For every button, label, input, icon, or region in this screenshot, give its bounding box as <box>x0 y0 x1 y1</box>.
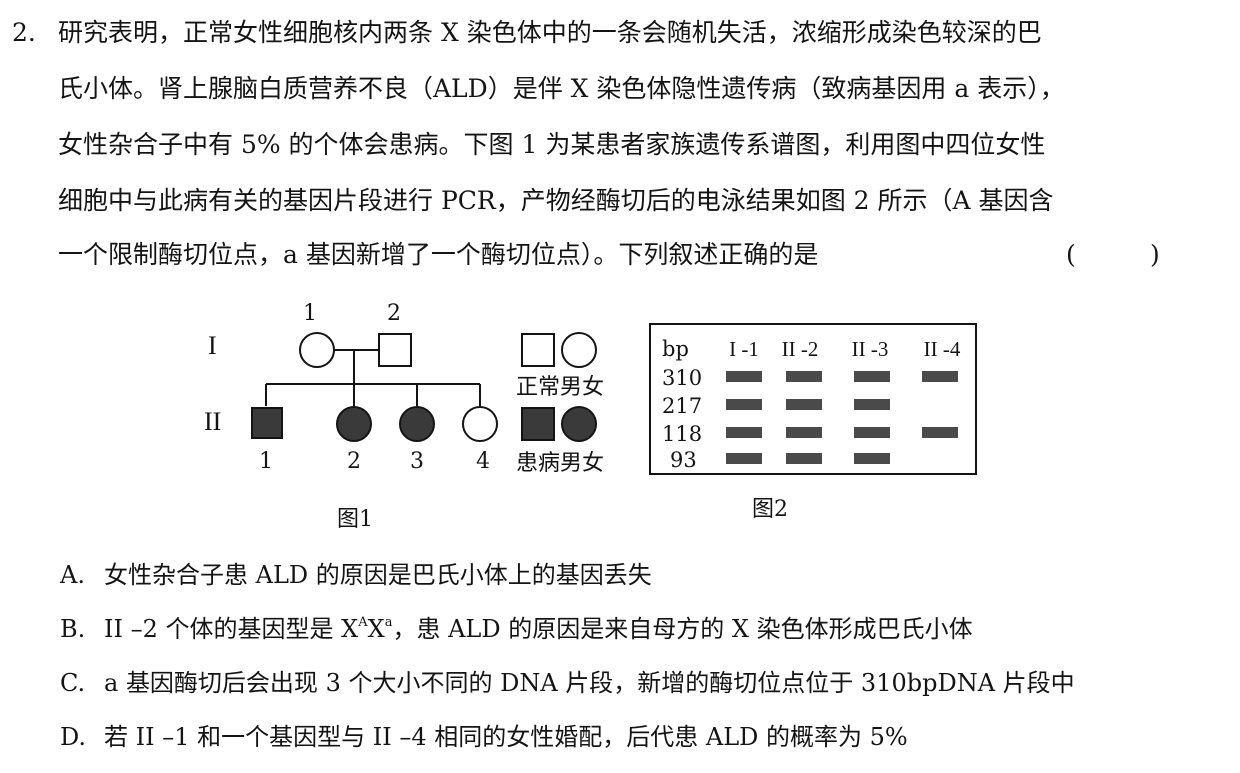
option-b[interactable]: B. II –2 个体的基因型是 XAXa，患 ALD 的原因是来自母方的 X 染… <box>60 614 973 644</box>
figure1-caption: 图1 <box>337 507 373 532</box>
gen-label-2: II <box>204 407 221 436</box>
lane-label-4: II -4 <box>924 337 961 361</box>
lane-label-2: II -2 <box>782 337 819 361</box>
legend-normal-label: 正常男女 <box>516 375 604 400</box>
option-b-letter: B. <box>60 615 86 643</box>
gel-band-93bp-lane-2 <box>786 453 822 464</box>
option-c-letter: C. <box>60 669 86 697</box>
question-line-3: 女性杂合子中有 5% 的个体会患病。下图 1 为某患者家族遗传系谱图，利用图中四… <box>58 130 1046 159</box>
size-label-93: 93 <box>670 448 697 472</box>
option-b-text-post: ，患 ALD 的原因是来自母方的 X 染色体形成巴氏小体 <box>392 615 973 643</box>
gel-band-310bp-lane-3 <box>854 371 890 382</box>
question-line-2: 氏小体。肾上腺脑白质营养不良（ALD）是伴 X 染色体隐性遗传病（致病基因用 a… <box>58 74 1065 103</box>
legend-female-normal <box>561 332 597 368</box>
pedigree-II1-male-affected <box>251 407 283 439</box>
gel-band-217bp-lane-1 <box>726 399 762 410</box>
gen2-number-4: 4 <box>476 449 490 474</box>
gel-band-217bp-lane-3 <box>854 399 890 410</box>
gen1-number-2: 2 <box>387 301 401 326</box>
lane-label-3: II -3 <box>852 337 889 361</box>
option-b-text-pre: II –2 个体的基因型是 X <box>104 615 359 643</box>
answer-paren-open: ( <box>1066 240 1076 269</box>
gel-band-93bp-lane-1 <box>726 453 762 464</box>
gel-band-118bp-lane-4 <box>922 427 958 438</box>
gel-band-118bp-lane-2 <box>786 427 822 438</box>
legend-male-normal <box>521 333 555 367</box>
gel-band-310bp-lane-1 <box>726 371 762 382</box>
size-label-310: 310 <box>662 366 702 390</box>
size-label-217: 217 <box>662 394 702 418</box>
gel-band-310bp-lane-2 <box>786 371 822 382</box>
gel-band-118bp-lane-3 <box>854 427 890 438</box>
option-b-sup-a: A <box>358 615 368 630</box>
gen2-number-3: 3 <box>410 449 424 474</box>
electrophoresis-figure: bp I -1 II -2 II -3 II -4 310 217 118 93… <box>649 323 977 522</box>
question-number: 2. <box>12 18 36 47</box>
option-d-text: 若 II –1 和一个基因型与 II –4 相同的女性婚配，后代患 ALD 的概… <box>104 723 908 751</box>
legend-male-affected <box>521 407 555 441</box>
option-a[interactable]: A. 女性杂合子患 ALD 的原因是巴氏小体上的基因丢失 <box>60 560 652 590</box>
option-a-text: 女性杂合子患 ALD 的原因是巴氏小体上的基因丢失 <box>104 561 652 589</box>
legend-affected-label: 患病男女 <box>516 451 604 476</box>
gen2-number-2: 2 <box>347 449 361 474</box>
pedigree-I2-male-normal <box>378 333 412 367</box>
bp-header: bp <box>662 337 689 361</box>
option-b-sup-b: a <box>384 615 393 630</box>
legend-female-affected <box>561 406 597 442</box>
option-b-text-mid: X <box>367 615 385 643</box>
option-a-letter: A. <box>60 561 85 589</box>
pedigree-II4-female-normal <box>462 406 498 442</box>
size-label-118: 118 <box>662 422 702 446</box>
gen1-number-1: 1 <box>303 301 317 326</box>
gel-band-310bp-lane-4 <box>922 371 958 382</box>
gel-band-217bp-lane-2 <box>786 399 822 410</box>
option-c-text: a 基因酶切后会出现 3 个大小不同的 DNA 片段，新增的酶切位点位于 310… <box>104 669 1075 697</box>
question-line-5: 一个限制酶切位点，a 基因新增了一个酶切位点）。下列叙述正确的是 <box>58 240 819 269</box>
answer-paren-close: ) <box>1150 240 1160 269</box>
question-line-4: 细胞中与此病有关的基因片段进行 PCR，产物经酶切后的电泳结果如图 2 所示（A… <box>58 186 1054 215</box>
pedigree-figure: I II 1 2 1 2 3 4 正常男女 患病男女 图1 <box>204 301 604 532</box>
lane-label-1: I -1 <box>729 337 759 361</box>
option-d-letter: D. <box>60 723 87 751</box>
option-c[interactable]: C. a 基因酶切后会出现 3 个大小不同的 DNA 片段，新增的酶切位点位于 3… <box>60 668 1075 698</box>
gel-band-93bp-lane-3 <box>854 453 890 464</box>
gel-bands <box>726 371 958 464</box>
option-d[interactable]: D. 若 II –1 和一个基因型与 II –4 相同的女性婚配，后代患 ALD … <box>60 722 908 752</box>
gen2-number-1: 1 <box>259 449 273 474</box>
pedigree-II3-female-affected <box>399 406 435 442</box>
question-line-1: 研究表明，正常女性细胞核内两条 X 染色体中的一条会随机失活，浓缩形成染色较深的… <box>58 18 1042 47</box>
gel-band-118bp-lane-1 <box>726 427 762 438</box>
pedigree-I1-female-normal <box>299 332 335 368</box>
figure2-caption: 图2 <box>752 497 788 522</box>
pedigree-II2-female-affected <box>336 406 372 442</box>
gen-label-1: I <box>208 331 217 360</box>
